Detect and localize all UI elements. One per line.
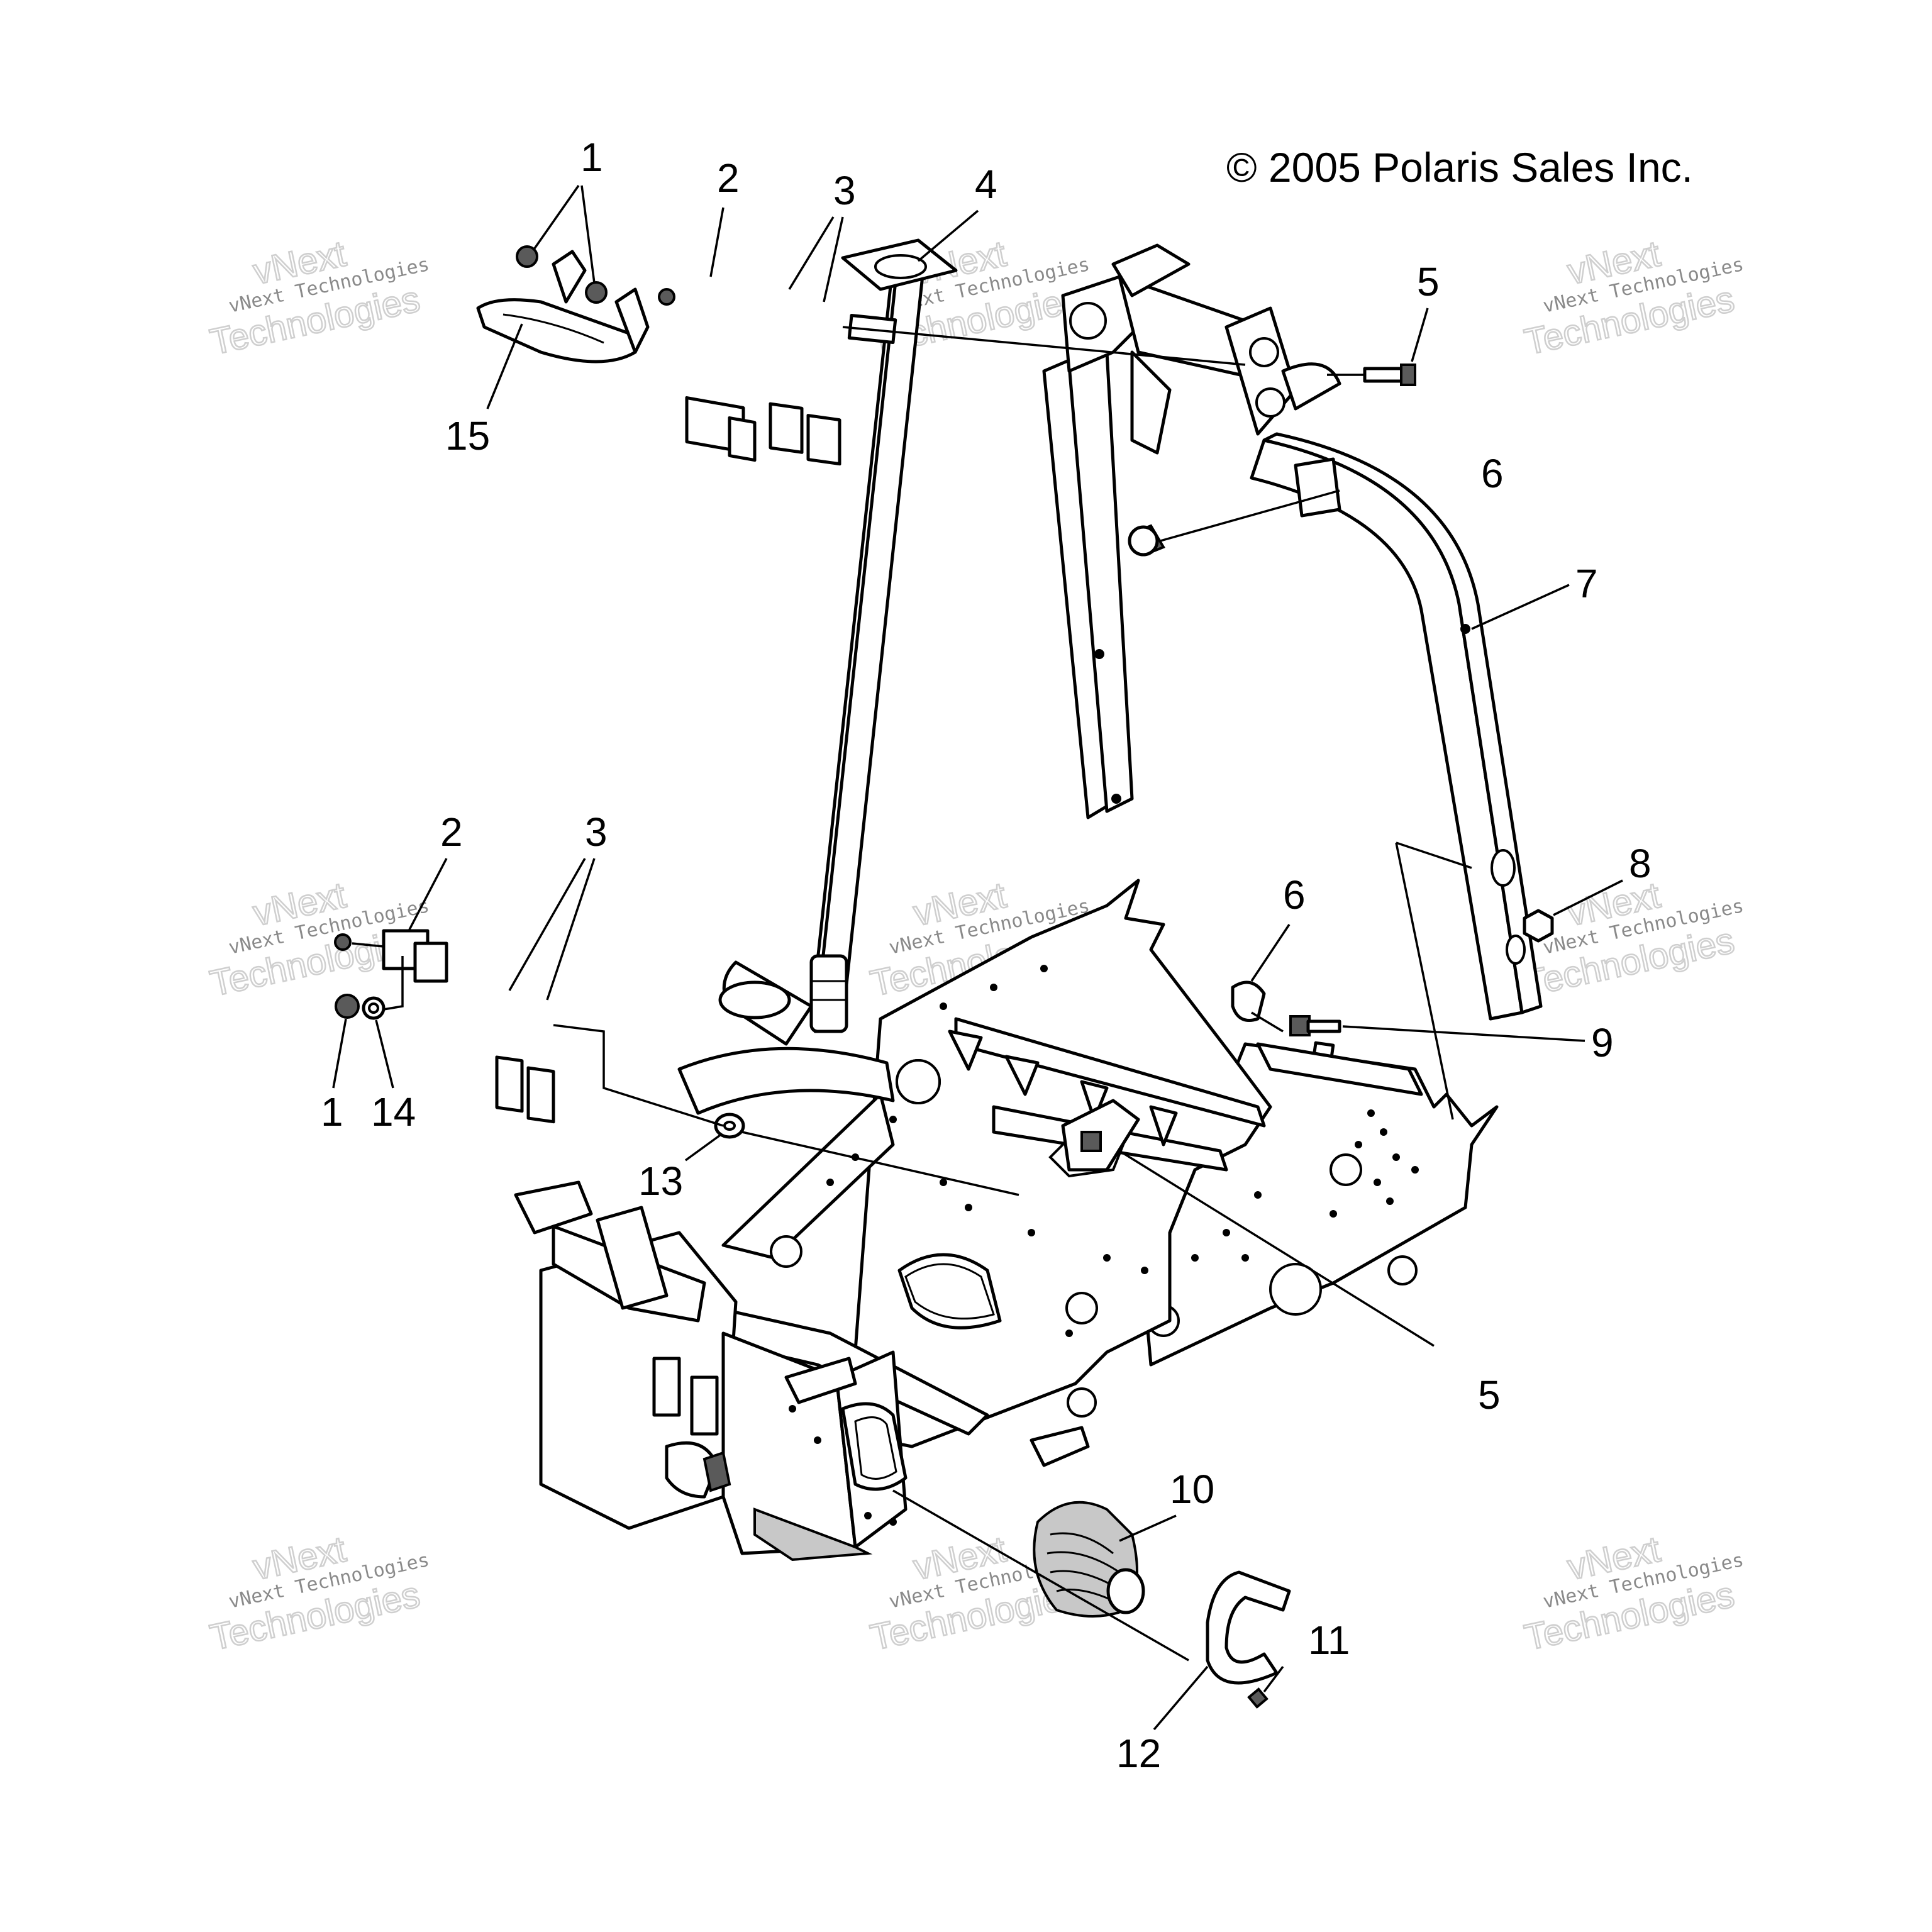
callout-13: 13 bbox=[638, 1158, 683, 1204]
assembly-leader-lines bbox=[352, 489, 1472, 1662]
callout-12: 12 bbox=[1116, 1731, 1161, 1776]
callouts: 1 2 3 4 5 15 6 7 2 3 8 6 bbox=[321, 135, 1652, 1776]
callout-7: 7 bbox=[1575, 561, 1598, 606]
hardware-parts bbox=[334, 245, 1554, 1709]
watermark-bottom-left: vNext vNext Technologies Technologies bbox=[206, 1528, 431, 1659]
support-bar-assembly bbox=[1042, 243, 1543, 1065]
chassis-frame bbox=[514, 879, 1499, 1562]
copyright-notice: © 2005 Polaris Sales Inc. bbox=[1226, 144, 1694, 191]
callout-11: 11 bbox=[1308, 1618, 1350, 1663]
steering-post bbox=[718, 238, 958, 1046]
watermark-top-right: vNext vNext Technologies Technologies bbox=[1520, 232, 1745, 364]
callout-3-top: 3 bbox=[833, 168, 856, 213]
callout-1-lower: 1 bbox=[321, 1089, 343, 1135]
callout-9: 9 bbox=[1591, 1020, 1614, 1065]
callout-3-lower: 3 bbox=[585, 809, 608, 855]
callout-2-lower: 2 bbox=[440, 809, 463, 855]
callout-4: 4 bbox=[975, 162, 997, 207]
callout-5-lower: 5 bbox=[1478, 1372, 1501, 1418]
callout-1-top: 1 bbox=[580, 135, 603, 180]
watermark-bottom-right: vNext vNext Technologies Technologies bbox=[1520, 1528, 1745, 1659]
callout-14: 14 bbox=[371, 1089, 416, 1135]
callout-6-top: 6 bbox=[1481, 451, 1504, 496]
callout-6-lower: 6 bbox=[1283, 872, 1306, 918]
watermark-top-left: vNext vNext Technologies Technologies bbox=[206, 232, 431, 364]
callout-15: 15 bbox=[445, 413, 490, 458]
callout-2-top: 2 bbox=[717, 155, 740, 201]
callout-10: 10 bbox=[1170, 1467, 1214, 1512]
callout-8: 8 bbox=[1629, 841, 1652, 886]
callout-5-top: 5 bbox=[1417, 259, 1440, 304]
